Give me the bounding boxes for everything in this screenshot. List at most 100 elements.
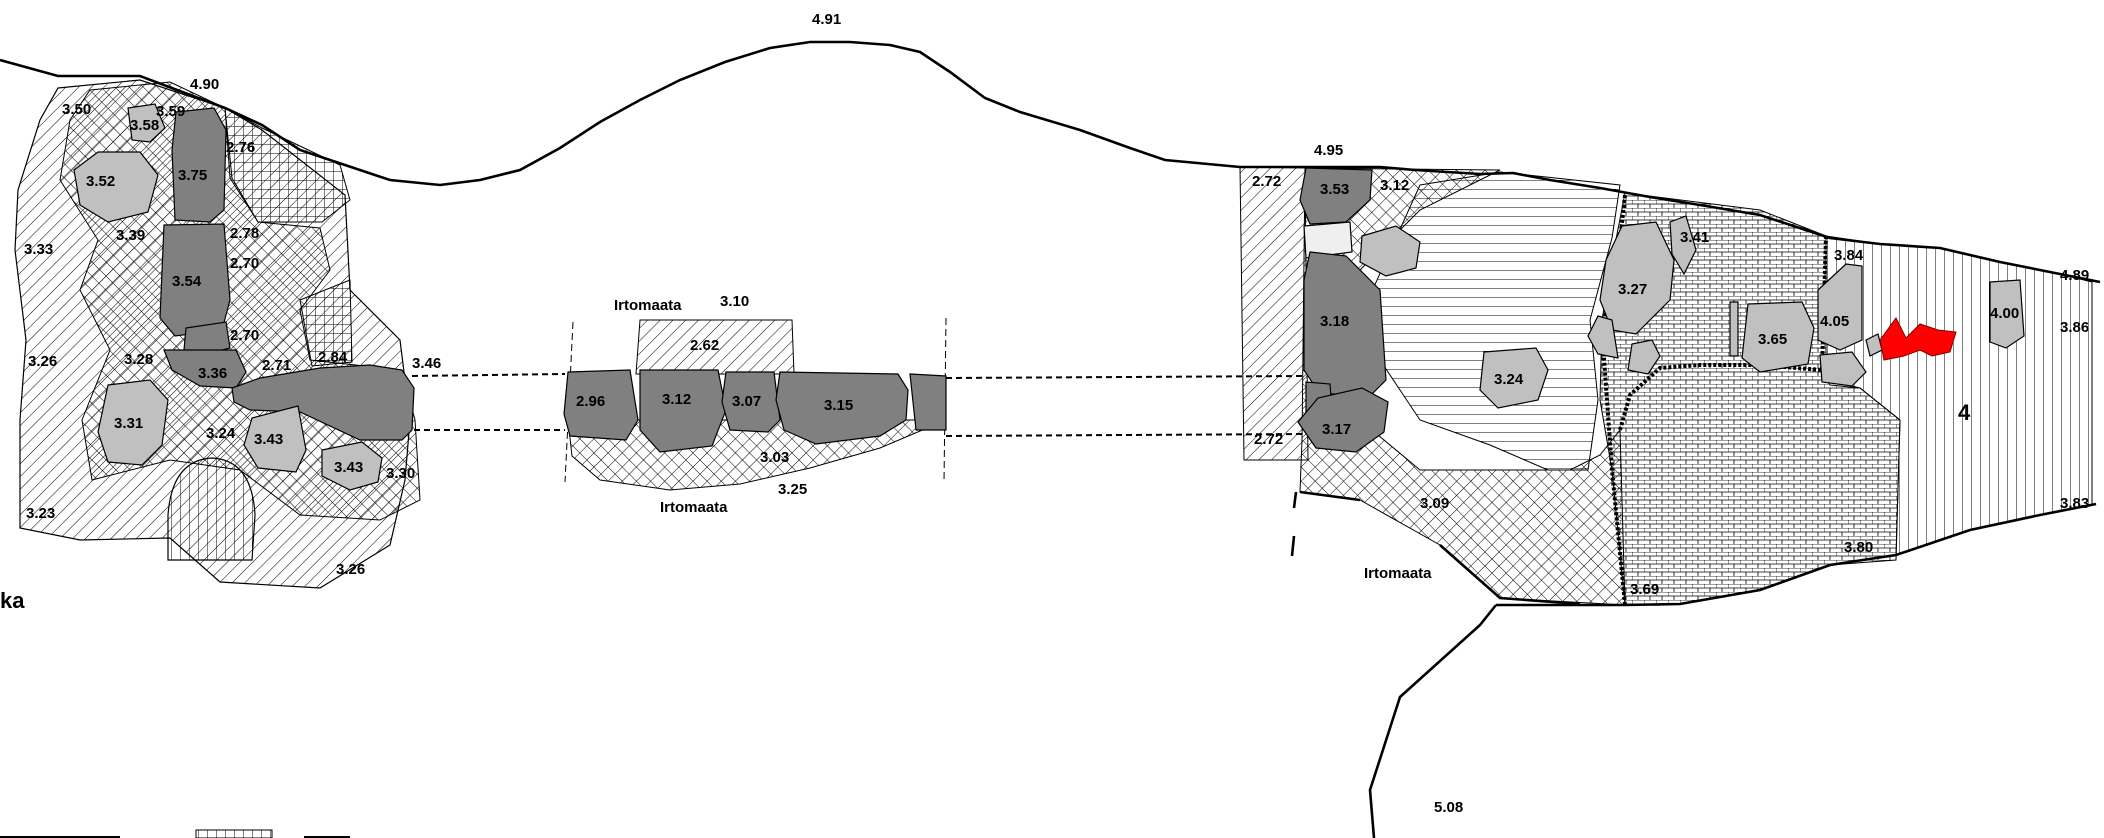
label-value: 3.69: [1630, 581, 1659, 598]
label-value: 3.25: [778, 481, 807, 498]
stone-4-00: [1989, 279, 2025, 349]
dashed-line-top-left: [411, 373, 566, 377]
label-value: 3.33: [24, 241, 53, 258]
label-value: 3.31: [114, 415, 143, 432]
label-value: 2.72: [1252, 173, 1281, 190]
stone-slab: [1729, 301, 1739, 357]
stone-small-c: [1627, 339, 1661, 375]
label-value: 3.50: [62, 101, 91, 118]
label-value: 3.83: [2060, 495, 2089, 512]
stone-3-43b: [321, 441, 383, 491]
lower-outline-left: [1290, 491, 1298, 557]
label-value: 3.26: [336, 561, 365, 578]
stone-3-24: [1479, 347, 1549, 409]
label-value: 2.62: [690, 337, 719, 354]
stone-small-a: [1669, 215, 1697, 276]
label-value: 3.12: [662, 391, 691, 408]
stone-3-52: [73, 151, 159, 223]
label-value: 3.24: [1494, 371, 1524, 388]
label-value: 4.00: [1990, 305, 2019, 322]
stone-light-small: [1359, 225, 1421, 277]
label-irto-top: Irtomaata: [614, 297, 682, 314]
legend-grid-swatch: [195, 829, 273, 838]
stone-pale: [1303, 221, 1353, 259]
label-value: 3.12: [1380, 177, 1409, 194]
right-diag-hatch-strip: [1239, 166, 1309, 461]
label-value: 3.18: [1320, 313, 1349, 330]
label-value: 3.39: [116, 227, 145, 244]
label-value: 2.76: [226, 139, 255, 156]
label-irto-bottom: Irtomaata: [660, 499, 728, 516]
label-value: 3.26: [28, 353, 57, 370]
label-value: 2.72: [1254, 431, 1283, 448]
label-value: 3.53: [1320, 181, 1349, 198]
label-value: 3.09: [1420, 495, 1449, 512]
stone-small-d: [1819, 351, 1867, 387]
right-feature: [1239, 166, 2097, 838]
label-value: 3.24: [206, 425, 236, 442]
lower-outline-edge: [1299, 490, 1581, 606]
label-value: 3.41: [1680, 229, 1709, 246]
left-grid-hatch-area-2: [299, 279, 353, 367]
stone-3-12: [639, 369, 727, 453]
label-value: 2.84: [318, 349, 348, 366]
legend-fragment: [0, 829, 350, 838]
label-top-peak: 4.91: [812, 11, 841, 28]
label-value: 2.71: [262, 357, 291, 374]
label-value: 2.96: [576, 393, 605, 410]
label-value: 3.65: [1758, 331, 1787, 348]
lower-outline: [1496, 502, 2097, 607]
label-bottom: 5.08: [1434, 799, 1463, 816]
stone-3-07: [721, 371, 781, 433]
label-value: 3.54: [172, 273, 202, 290]
label-value: 3.84: [1834, 247, 1864, 264]
left-feature: [14, 79, 566, 589]
brick-boundary-2: [1618, 235, 1828, 431]
label-value: 2.78: [230, 225, 259, 242]
label-value: 3.58: [130, 117, 159, 134]
right-horiz-hatch: [1367, 171, 1621, 471]
label-value: 3.28: [124, 351, 153, 368]
label-value: 3.30: [386, 465, 415, 482]
stone-small-b: [1587, 315, 1619, 359]
stone-3-43a: [243, 405, 307, 473]
label-value: 3.80: [1844, 539, 1873, 556]
stone-3-58: [127, 103, 166, 143]
label-value: 3.15: [824, 397, 853, 414]
label-value: 3.07: [732, 393, 761, 410]
label-value: 4.05: [1820, 313, 1849, 330]
label-value: 3.75: [178, 167, 207, 184]
stone-3-46-long: [231, 364, 415, 441]
label-value: 3.43: [334, 459, 363, 476]
middle-feature: [563, 317, 1306, 491]
red-artifact: [1879, 317, 1957, 361]
label-cut-left: ka: [0, 588, 25, 613]
label-value: 3.17: [1322, 421, 1351, 438]
label-value: 3.86: [2060, 319, 2089, 336]
label-value: 3.43: [254, 431, 283, 448]
label-value: 3.27: [1618, 281, 1647, 298]
label-value: 3.59: [156, 103, 185, 120]
label-value: 3.46: [412, 355, 441, 372]
stone-3-65: [1741, 301, 1815, 373]
stone-3-27: [1599, 221, 1675, 335]
stone-3-17: [1297, 387, 1389, 453]
stone-3-15: [775, 371, 909, 445]
lower-outline-curve: [1368, 604, 1498, 838]
label-value: 3.52: [86, 173, 115, 190]
stone-3-31: [97, 379, 169, 466]
stone-3-36: [163, 349, 247, 389]
stone-2-96: [563, 369, 639, 441]
label-value: 3.03: [760, 449, 789, 466]
label-right-corner: 4.95: [1314, 142, 1343, 159]
left-vert-hatch-circle: [167, 457, 256, 561]
label-unit-number: 4: [1958, 400, 1971, 425]
label-right-edge-top: 4.89: [2060, 267, 2089, 284]
label-value: 3.10: [720, 293, 749, 310]
label-value: 2.70: [230, 255, 259, 272]
stone-3-75: [171, 107, 227, 223]
label-value: 3.36: [198, 365, 227, 382]
label-irto-right: Irtomaata: [1364, 565, 1432, 582]
label-left-corner: 4.90: [190, 76, 219, 93]
